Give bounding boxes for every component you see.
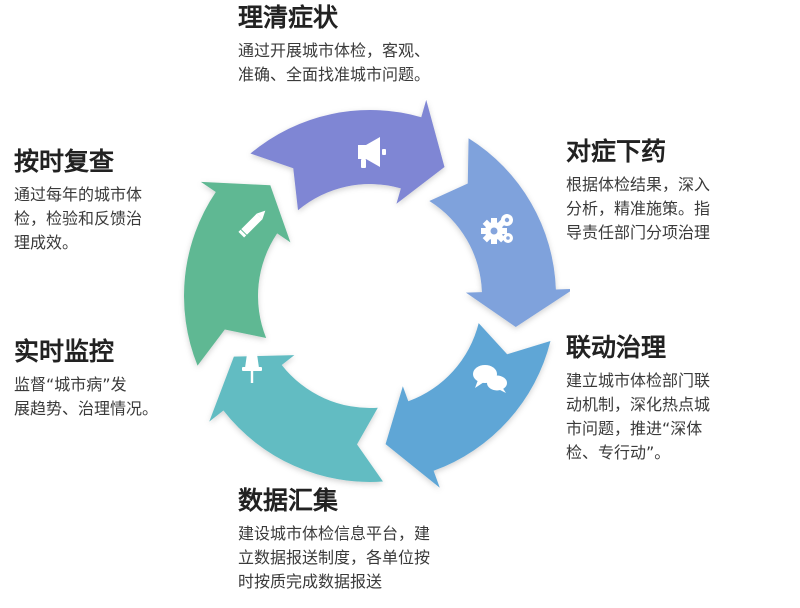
cycle-diagram (184, 99, 570, 488)
step-title: 按时复查 (14, 147, 115, 176)
gear-tooth (482, 234, 491, 243)
step-clarify-symptoms: 理清症状 通过开展城市体检，客观、 准确、全面找准城市问题。 (238, 3, 431, 87)
gear-tooth (482, 219, 491, 228)
step-description: 监督“城市病”发 展趋势、治理情况。 (14, 374, 159, 418)
step-title: 联动治理 (566, 333, 667, 362)
step-data-collection: 数据汇集 建设城市体检信息平台，建 立数据报送制度，各单位按 时按质完成数据报送 (238, 486, 431, 594)
step-title: 理清症状 (238, 3, 339, 32)
step-description: 建设城市体检信息平台，建 立数据报送制度，各单位按 时按质完成数据报送 (238, 523, 431, 591)
step-description: 根据体检结果，深入 分析，精准施策。指 导责任部门分项治理 (566, 174, 711, 242)
gear-tooth (491, 239, 497, 244)
pencil-icon (238, 210, 266, 238)
gear-tooth (502, 228, 507, 234)
step-real-time-monitoring: 实时监控 监督“城市病”发 展趋势、治理情况。 (14, 337, 159, 421)
pushpin-icon (242, 350, 262, 383)
step-title: 对症下药 (566, 137, 667, 166)
step-description: 通过开展城市体检，客观、 准确、全面找准城市问题。 (238, 40, 431, 84)
cycle-arrow-monitor (209, 355, 383, 482)
step-linked-governance: 联动治理 建立城市体检部门联 动机制，深化热点城 市问题，推进“深体 检、专行动… (566, 333, 711, 465)
cycle-arrow-govern (385, 323, 551, 488)
cycle-arrow-clarify (250, 99, 445, 211)
step-targeted-treatment: 对症下药 根据体检结果，深入 分析，精准施策。指 导责任部门分项治理 (566, 137, 711, 245)
gear-tooth (481, 228, 486, 234)
step-title: 实时监控 (14, 337, 115, 366)
gears-icon (481, 214, 513, 244)
gear-tooth (497, 219, 506, 228)
chat-bubbles-icon (473, 365, 507, 393)
step-periodic-review: 按时复查 通过每年的城市体 检，检验和反馈治 理成效。 (14, 147, 143, 255)
cycle-arrow-review (184, 181, 291, 366)
step-description: 通过每年的城市体 检，检验和反馈治 理成效。 (14, 184, 143, 252)
step-description: 建立城市体检部门联 动机制，深化热点城 市问题，推进“深体 检、专行动”。 (566, 370, 711, 462)
gear-tooth (491, 218, 497, 223)
megaphone-icon (358, 137, 386, 168)
step-title: 数据汇集 (238, 486, 339, 515)
